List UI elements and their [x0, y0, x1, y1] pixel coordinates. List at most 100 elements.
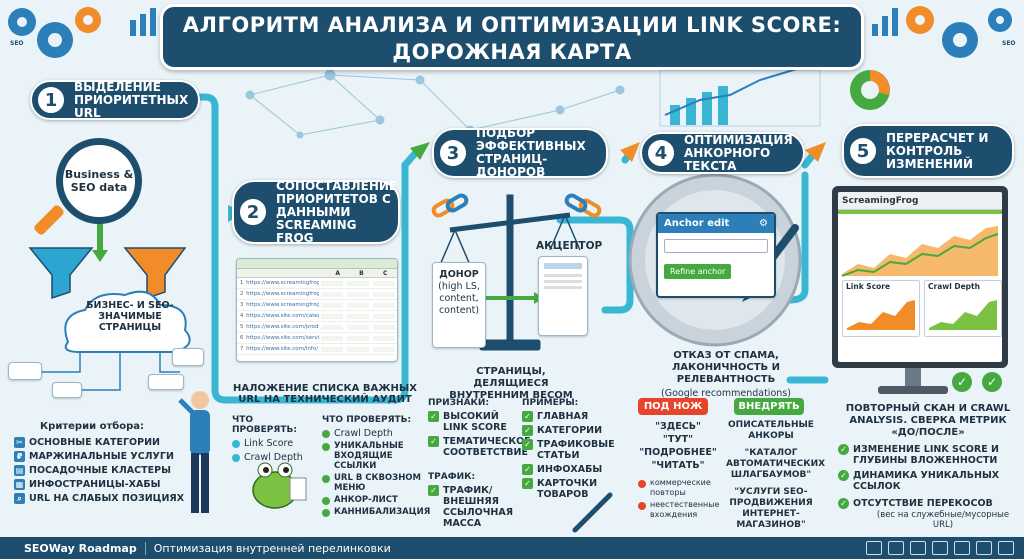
donor-card: ДОНОР (high LS, content, content) [432, 262, 486, 348]
step-2-caption: НАЛОЖЕНИЕ СПИСКА ВАЖНЫХ URL НА ТЕХНИЧЕСК… [233, 383, 417, 405]
list-item: ✓КАРТОЧКИ ТОВАРОВ [522, 478, 632, 500]
gear-icon: ⚙ [759, 218, 768, 229]
link-icon [976, 541, 992, 555]
step-4-caption-block: ОТКАЗ ОТ СПАМА, ЛАКОНИЧНОСТЬ И РЕЛЕВАНТН… [626, 350, 826, 399]
search-icon [910, 541, 926, 555]
list-item: ✓ВЫСОКИЙ LINK SCORE [428, 411, 518, 433]
gear-icon-left [8, 7, 101, 58]
list-item: "ЧИТАТЬ" [651, 460, 705, 471]
list-item: ✓ТЕМАТИЧЕСКОЕ СООТВЕТСТВИЕ [428, 436, 531, 458]
signs-title: ПРИЗНАКИ: [428, 398, 490, 408]
page-card [52, 382, 82, 398]
step-4-caption-note: (Google recommendations) [661, 388, 791, 399]
list-item: ✓ДИНАМИКА УНИКАЛЬНЫХ ССЫЛОК [838, 470, 1016, 492]
list-item: АНКОР-ЛИСТ [322, 495, 427, 505]
list-item: коммерческие повторы [638, 478, 718, 497]
step-1-pill: 1 Выделение приоритетных URL [30, 80, 200, 120]
person-figure [178, 391, 210, 513]
link-chain-icon [431, 198, 602, 218]
spreadsheet-window: A B C 1https://www.screamingfrog.co.uk/b… [236, 258, 398, 362]
acceptor-title: АКЦЕПТОР [536, 240, 603, 252]
bad-notes: коммерческие повторы неестественные вхож… [638, 478, 719, 519]
step-4-pill: 4 Оптимизация анкорного текста [640, 132, 805, 174]
good-badge: ВНЕДРЯТЬ [734, 398, 804, 415]
refine-anchor-button[interactable]: Refine anchor [664, 264, 732, 279]
check-left-block: ЧТО ПРОВЕРЯТЬ: Link Score Crawl Depth [232, 415, 312, 463]
check-right-block: ЧТО ПРОВЕРЯТЬ: Crawl Depth УНИКАЛЬНЫЕ ВХ… [322, 415, 430, 517]
list-item: Link Score [232, 438, 312, 449]
target-icon [998, 541, 1014, 555]
donor-title: ДОНОР [439, 269, 479, 280]
check-circle-icon: ✓ [952, 372, 972, 392]
before-after-charts: Link Score Crawl Depth [838, 278, 1002, 339]
list-item: ₽МАРЖИНАЛЬНЫЕ УСЛУГИ [14, 451, 194, 462]
landing-icon: ▤ [14, 465, 25, 476]
list-item: ✓ГЛАВНАЯ [522, 411, 632, 422]
bar-chart-mini-icon [130, 8, 898, 36]
step-3-pill: 3 Подбор эффективных страниц-доноров [432, 126, 608, 179]
step-3-label: Подбор эффективных страниц-доноров [476, 126, 586, 179]
list-item: УНИКАЛЬНЫЕ ВХОДЯЩИЕ ССЫЛКИ [322, 441, 427, 471]
bad-list: "ЗДЕСЬ" "ТУТ" "ПОДРОБНЕЕ" "ЧИТАТЬ" [638, 420, 718, 472]
pen-small-icon [572, 492, 613, 533]
list-item: ⌕URL НА СЛАБЫХ ПОЗИЦИЯХ [14, 493, 194, 504]
step-5-caption: ПОВТОРНЫЙ СКАН И CRAWL ANALYSIS. СВЕРКА … [845, 403, 1011, 438]
list-item: КАННИБАЛИЗАЦИЯ [322, 507, 430, 517]
list-item: ▤ПОСАДОЧНЫЕ КЛАСТЕРЫ [14, 465, 171, 476]
step-5-pill: 5 Перерасчет и контроль изменений [842, 124, 1014, 178]
list-item: "КАТАЛОГ АВТОМАТИЧЕСКИХ ШЛАГБАУМОВ" [726, 448, 826, 480]
cloud-shape [64, 290, 191, 353]
scissors-icon: ✂ [14, 437, 25, 448]
step-4-number: 4 [646, 138, 676, 168]
step-2-number: 2 [238, 197, 268, 227]
trend-area [842, 226, 998, 276]
list-item: ✓ОТСУТСТВИЕ ПЕРЕКОСОВ [838, 498, 1016, 509]
footer-icons [866, 541, 1024, 555]
step-5-number: 5 [848, 136, 878, 166]
donor-text: (high LS, content, content) [438, 281, 480, 316]
criteria-block: Критерии отбора: [40, 421, 190, 436]
results-list: ✓ИЗМЕНЕНИЕ LINK SCORE И ГЛУБИНЫ ВЛОЖЕННО… [838, 444, 1016, 512]
check-circle-icon: ✓ [982, 372, 1002, 392]
magnifier-icon: Business & SEO data [56, 138, 142, 224]
list-item: URL В СКВОЗНОМ МЕНЮ [322, 473, 427, 493]
funnel-icon [28, 247, 187, 300]
list-item: ✓ТРАФИК/ВНЕШНЯЯ ССЫЛОЧНАЯ МАССА [428, 485, 538, 529]
list-item: ▦ИНФОСТРАНИЦЫ-ХАБЫ [14, 479, 161, 490]
list-item: ✓ИНФОХАБЫ [522, 464, 632, 475]
list-item: "УСЛУГИ SEO-ПРОДВИЖЕНИЯ ИНТЕРНЕТ-МАГАЗИН… [729, 487, 813, 530]
sheet-rows: 1https://www.screamingfrog.co.uk/blog/2h… [237, 278, 397, 355]
footer-brand: SEOWay Roadmap [0, 541, 146, 555]
examples-title: ПРИМЕРЫ: [522, 398, 579, 408]
examples-block: ПРИМЕРЫ: ✓ГЛАВНАЯ ✓КАТЕГОРИИ ✓ТРАФИКОВЫЕ… [522, 398, 632, 503]
step-1-label: Выделение приоритетных URL [74, 79, 189, 120]
search-icon: ⌕ [14, 493, 25, 504]
mini-area [929, 300, 997, 330]
monitor-stand [878, 366, 948, 394]
trend-line [841, 233, 999, 277]
list-item: ✓КАТЕГОРИИ [522, 425, 632, 436]
signs-block: ПРИЗНАКИ: ✓ВЫСОКИЙ LINK SCORE ✓ТЕМАТИЧЕС… [428, 398, 531, 532]
growth-chart-decoration [659, 67, 821, 127]
seo-icon [866, 541, 882, 555]
good-list: ОПИСАТЕЛЬНЫЕ АНКОРЫ "КАТАЛОГ АВТОМАТИЧЕС… [726, 420, 826, 531]
results-note: (вес на служебные/мусорные URL) [876, 510, 1010, 530]
title-line-2: ДОРОЖНАЯ КАРТА [392, 40, 632, 64]
link-score-chart: Link Score [842, 280, 920, 337]
page-card [148, 374, 184, 390]
step-1-number: 1 [36, 85, 66, 115]
sheet-header: A B C [237, 269, 397, 278]
step-4-label: Оптимизация анкорного текста [684, 132, 793, 173]
chart-icon [888, 541, 904, 555]
network-icon [932, 541, 948, 555]
gear-icon [954, 541, 970, 555]
list-item: ОПИСАТЕЛЬНЫЕ АНКОРЫ [728, 420, 814, 441]
scales-icon [439, 194, 581, 351]
mini-area [847, 300, 915, 330]
